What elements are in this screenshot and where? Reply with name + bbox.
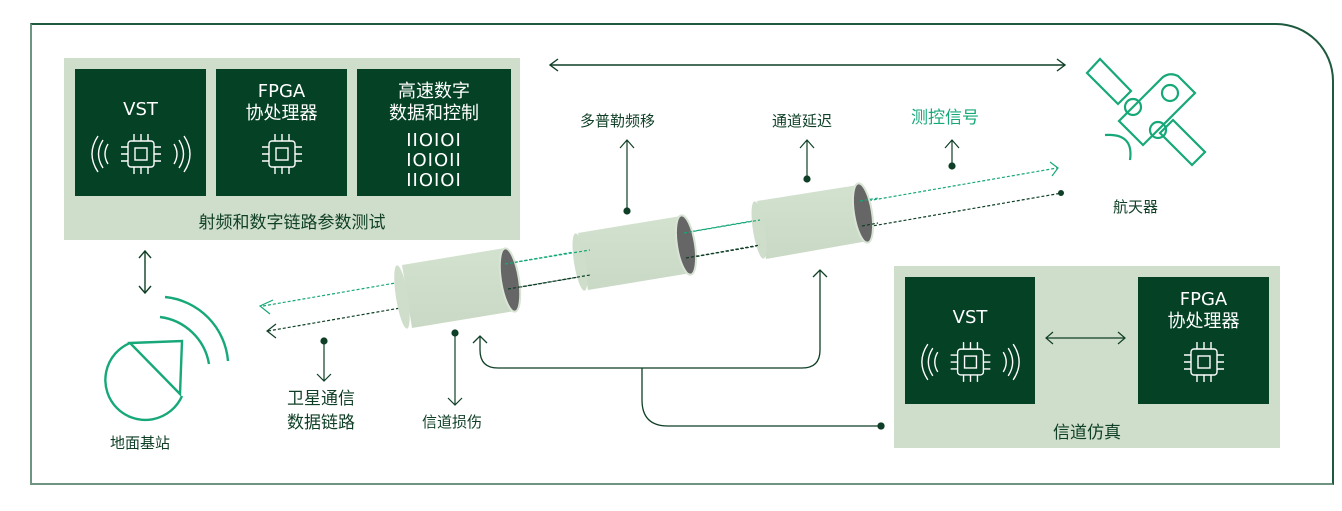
digital-card-title-line2: 数据和控制 [389, 103, 479, 124]
sat-link-label-line2: 数据链路 [287, 413, 355, 433]
emulation-fpga-card: FPGA 协处理器 [1138, 277, 1269, 404]
high-speed-digital-card: 高速数字 数据和控制 IIOIOI IOIOII IIOIOI [357, 69, 511, 196]
sat-link-label-line1: 卫星通信 [287, 389, 355, 409]
chip-wireless-icon [91, 134, 191, 174]
spacecraft-label: 航天器 [1113, 198, 1159, 216]
spacecraft-icon [1085, 57, 1207, 167]
emulation-vst-card-title: VST [952, 307, 988, 328]
fpga-card: FPGA 协处理器 [216, 69, 347, 196]
doppler-label: 多普勒频移 [580, 112, 656, 130]
binary-row: IIOIOI [406, 130, 462, 151]
ground-station-label: 地面基站 [110, 434, 171, 452]
fpga-card-title-line1: FPGA [257, 81, 306, 102]
impairment-pointer [447, 329, 463, 406]
emulation-vst-card: VST [905, 277, 1035, 404]
emulation-fpga-title-line2: 协处理器 [1167, 311, 1240, 332]
chip-wireless-icon [921, 342, 1020, 382]
vst-card-title: VST [123, 99, 158, 120]
emulation-fpga-title-line1: FPGA [1179, 289, 1228, 310]
rf-digital-test-panel: VST FPGA 协处理器 高速数字 数据和控制 IIOIOI IOI [64, 58, 520, 240]
doppler-pointer [619, 139, 635, 215]
link-endpoint-dot [1058, 190, 1064, 196]
bidirectional-arrow-vertical [138, 249, 152, 295]
sat-link-pointer [316, 337, 332, 382]
channel-impairment-label: 信道损伤 [422, 413, 483, 431]
bidirectional-arrow-top [548, 58, 1067, 72]
channel-emulation-label: 信道仿真 [1053, 423, 1121, 443]
ground-station-icon [104, 295, 230, 422]
tt-c-signal-pointer [944, 139, 960, 170]
fpga-card-title-line2: 协处理器 [245, 103, 318, 124]
binary-row: IIOIOI [406, 170, 462, 191]
channel-delay-label: 通道延迟 [772, 112, 833, 130]
chip-icon [1184, 342, 1224, 382]
digital-card-title-line1: 高速数字 [398, 81, 470, 102]
tt-c-signal-label: 测控信号 [911, 108, 979, 128]
channel-cylinder-1 [394, 247, 522, 329]
vst-card: VST [75, 69, 206, 196]
rf-digital-test-label: 射频和数字链路参数测试 [198, 213, 386, 233]
delay-pointer [799, 139, 815, 183]
channel-cylinder-2 [572, 214, 698, 291]
emulation-feedback-lines [472, 269, 885, 430]
bidirectional-arrow-emulation [1045, 331, 1126, 345]
diagram-frame [30, 23, 1334, 485]
binary-data-icon: IIOIOI IOIOII IIOIOI [357, 131, 511, 191]
channel-emulation-panel: VST FPGA 协处理器 信道仿真 [894, 266, 1280, 448]
binary-row: IOIOII [406, 150, 462, 171]
chip-icon [262, 134, 302, 174]
channel-cylinder-3 [751, 182, 875, 259]
